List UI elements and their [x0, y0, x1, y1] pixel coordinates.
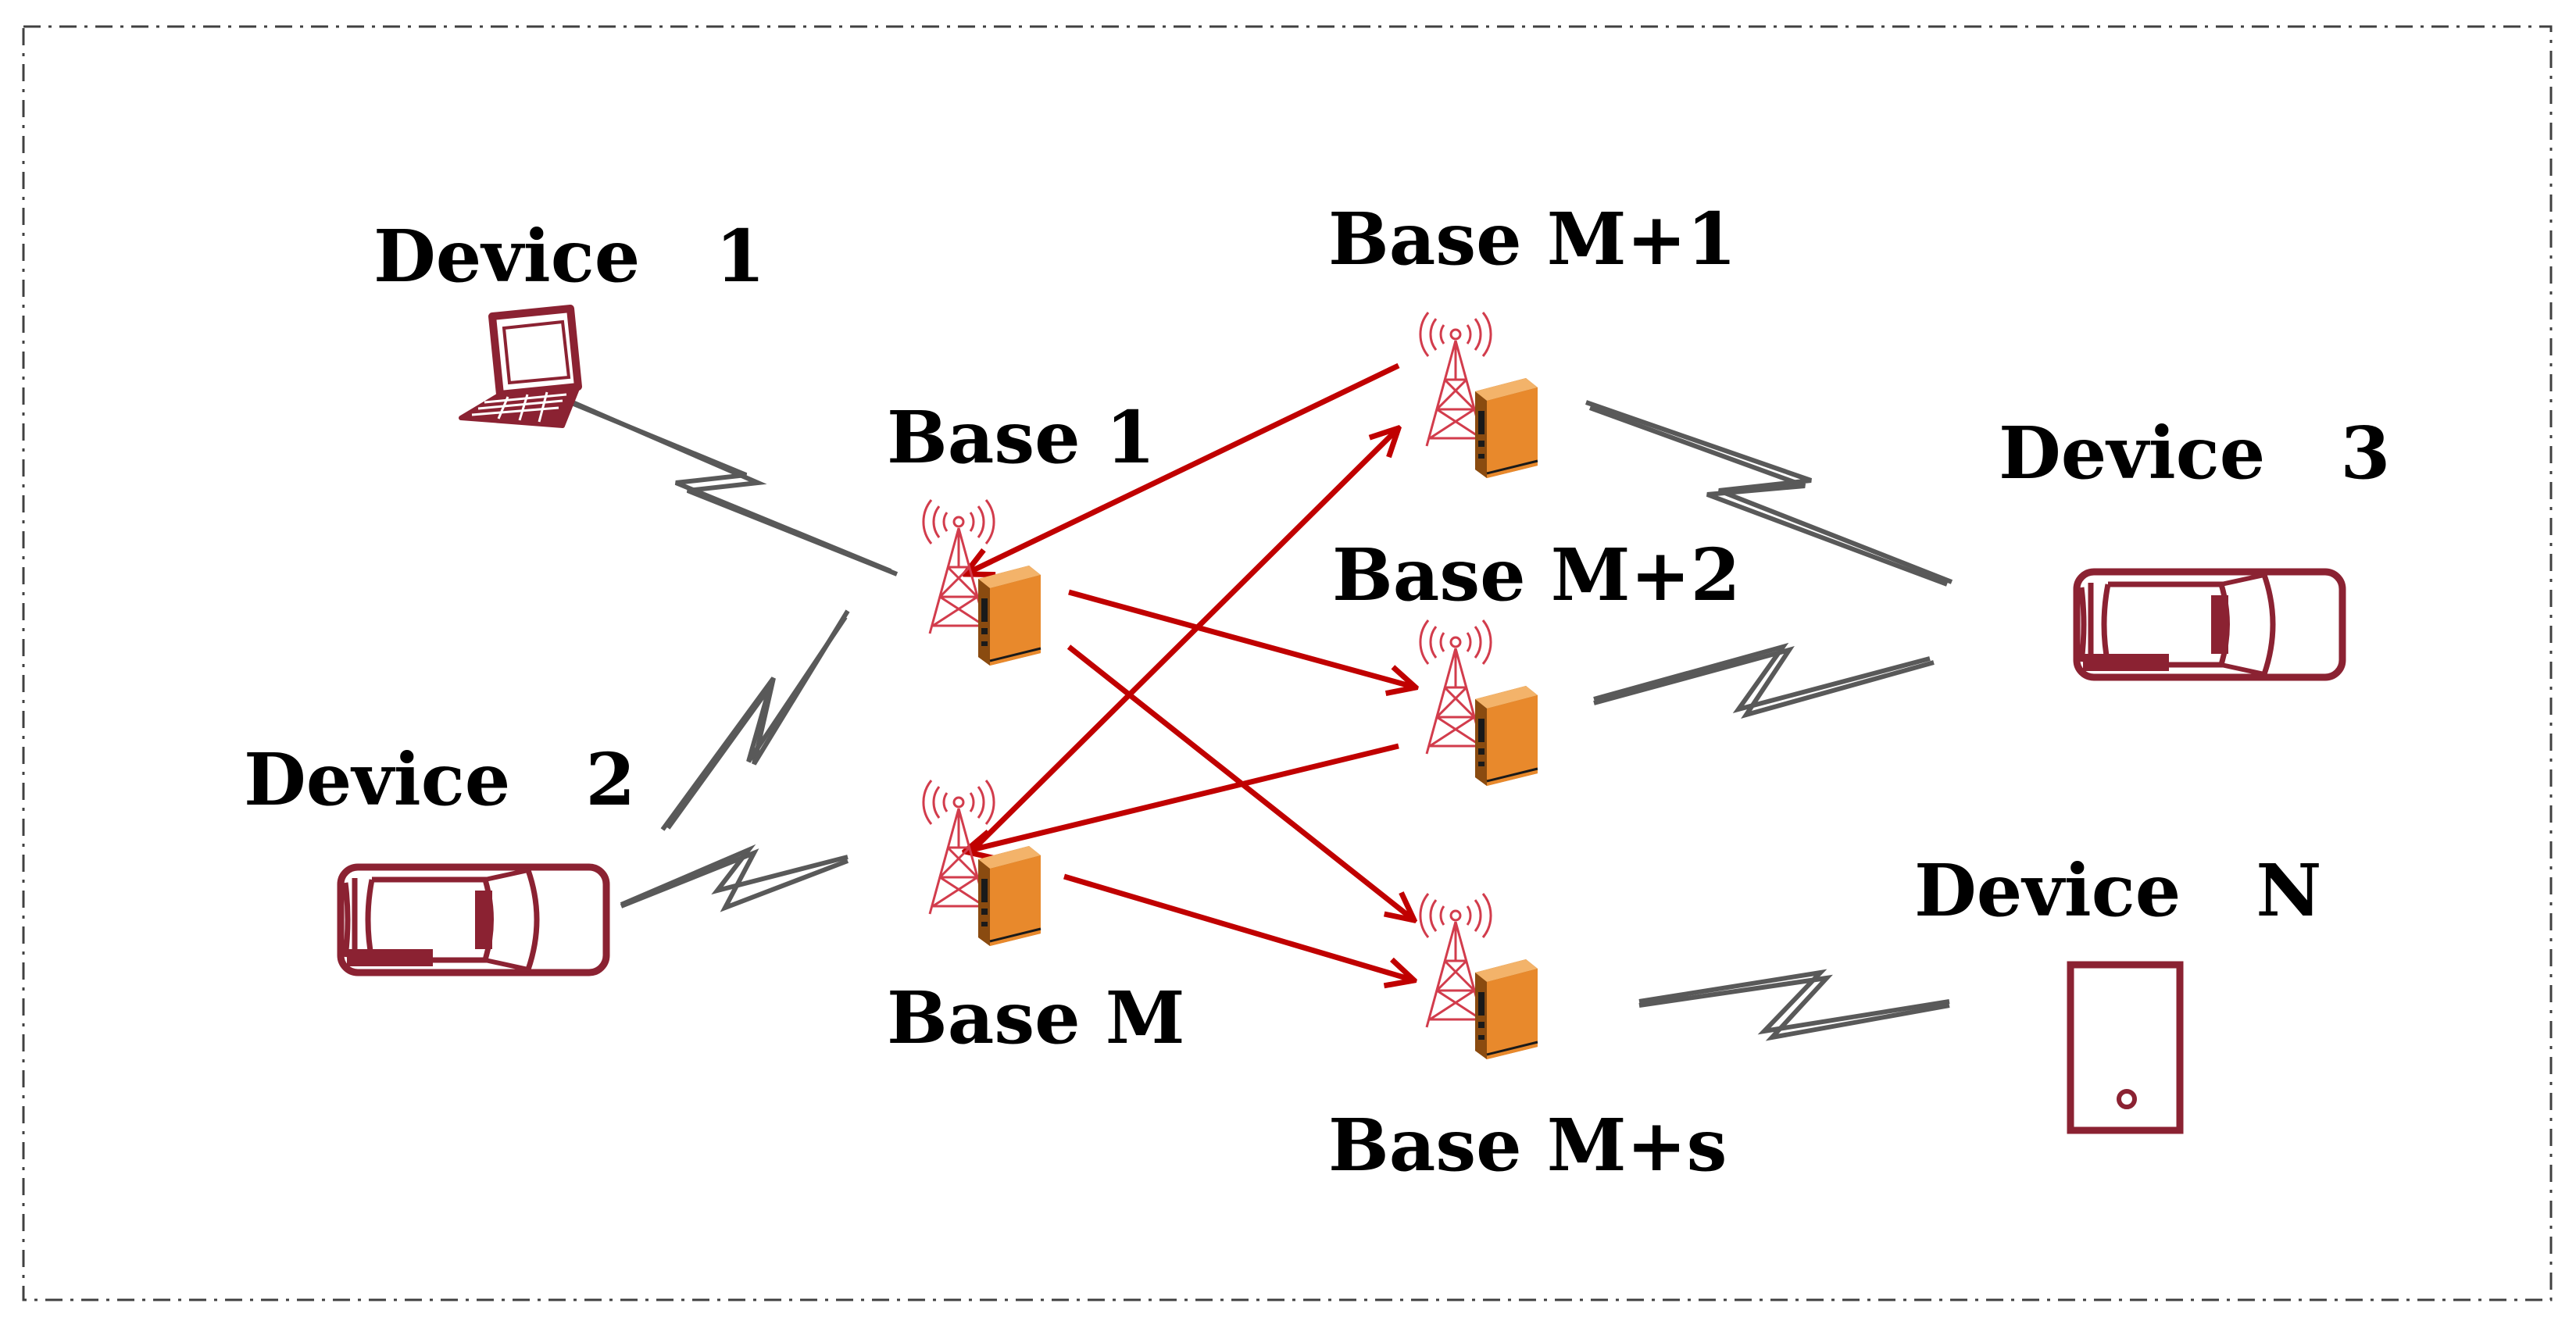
wireless-link: [553, 392, 899, 577]
car-icon: [341, 867, 606, 973]
wireless-link: [563, 398, 892, 573]
wireless-link: [1593, 642, 1931, 714]
base-ms-node: [1419, 892, 1539, 1061]
base-m2-node: [1419, 619, 1539, 787]
base-station-server-icon: [922, 498, 1042, 667]
arrow-base-m-to-base-m1: [970, 428, 1399, 852]
device-n-label: Device N: [1914, 848, 2321, 933]
arrow-base-m2-to-base-m: [965, 743, 1399, 851]
wireless-links: [553, 392, 1953, 1041]
base-m2-label: Base M+2: [1332, 533, 1741, 617]
base-m1-node: [1419, 311, 1539, 480]
base-station-server-icon: [1419, 311, 1539, 480]
wireless-link: [1638, 974, 1950, 1041]
base-m1-label: Base M+1: [1328, 197, 1737, 281]
wireless-link: [620, 848, 849, 912]
base-links: [965, 362, 1416, 980]
wireless-link: [1585, 400, 1953, 584]
wireless-link: [620, 844, 849, 907]
base-m-label: Base M: [887, 976, 1185, 1060]
base-station-server-icon: [922, 779, 1042, 948]
wireless-link: [666, 616, 848, 830]
device-2-label: Device 2: [244, 737, 635, 822]
device-1-label: Device 1: [373, 214, 765, 298]
arrow-base-m-to-base-ms: [1063, 873, 1414, 980]
laptop-icon: [459, 305, 582, 428]
base-1-label: Base 1: [887, 395, 1156, 480]
base-ms-label: Base M+s: [1328, 1103, 1727, 1187]
wireless-link: [1588, 405, 1949, 587]
device-3-label: Device 3: [1999, 411, 2390, 495]
arrow-base-1-to-base-m2: [1068, 589, 1416, 687]
base-m-node: [922, 779, 1042, 948]
car-icon: [2077, 572, 2342, 677]
base-1-node: [922, 498, 1042, 667]
base-station-server-icon: [1419, 619, 1539, 787]
arrow-base-m1-to-base-1: [965, 362, 1400, 574]
phone-icon: [2067, 961, 2184, 1134]
base-station-server-icon: [1419, 892, 1539, 1061]
diagram-frame: [22, 25, 2553, 1301]
wireless-link: [1593, 646, 1935, 719]
wireless-link: [1638, 969, 1950, 1035]
